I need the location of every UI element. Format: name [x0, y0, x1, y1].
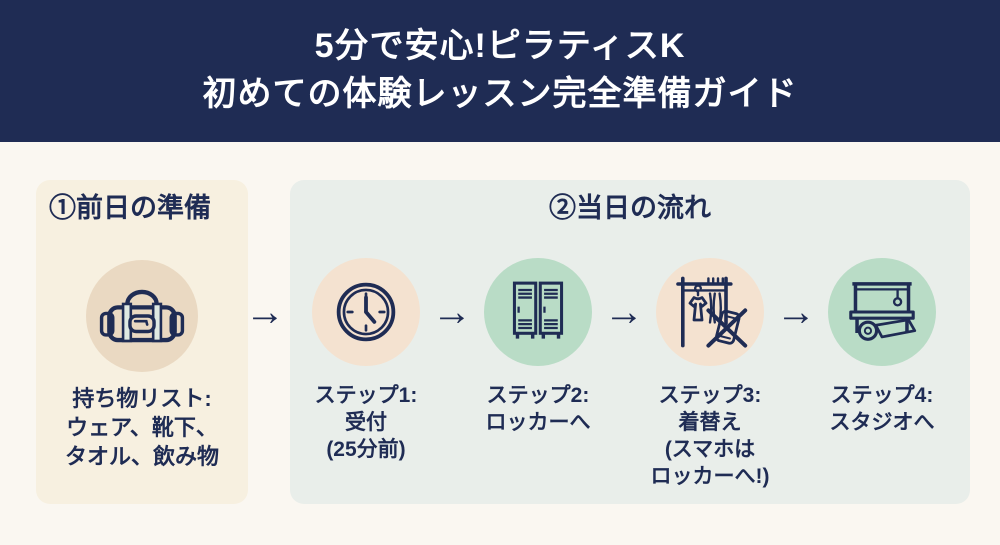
arrow-prep-to-flow: → — [245, 290, 285, 334]
flow-panel-title: ②当日の流れ — [549, 193, 711, 223]
step3-label-line1: ステップ3: — [658, 384, 762, 407]
arrow-step1-to-step2: → — [432, 290, 472, 334]
changing-room-no-phone-icon — [670, 272, 750, 352]
step1-label: ステップ1: 受付 (25分前) — [281, 382, 451, 463]
step3-label: ステップ3: 着替え (スマホは ロッカーへ!) — [625, 382, 795, 490]
step1-label-line3: (25分前) — [326, 438, 406, 461]
arrow-step2-to-step3: → — [604, 290, 644, 334]
prep-items-line1: 持ち物リスト: — [72, 386, 212, 411]
flow-step-1: ステップ1: 受付 (25分前) — [281, 258, 451, 463]
step2-label: ステップ2: ロッカーへ — [453, 382, 623, 436]
flow-step-3: ステップ3: 着替え (スマホは ロッカーへ!) — [625, 258, 795, 490]
header-title-line1: 5分で安心!ピラティスK — [314, 27, 686, 65]
step3-label-line4: ロッカーへ!) — [650, 465, 770, 488]
step3-label-line2: 着替え — [678, 411, 742, 434]
step2-label-line1: ステップ2: — [486, 384, 590, 407]
prep-items-text: 持ち物リスト: ウェア、靴下、 タオル、飲み物 — [32, 384, 252, 471]
step3-label-line3: (スマホは — [664, 438, 756, 461]
prep-items-line3: タオル、飲み物 — [64, 444, 219, 469]
step4-icon-circle — [828, 258, 936, 366]
prep-panel-title: ①前日の準備 — [49, 193, 211, 223]
arrow-step3-to-step4: → — [776, 290, 816, 334]
flow-panel: ②当日の流れ ステップ1: 受付 ( — [290, 180, 970, 504]
pilates-reformer-mat-icon — [843, 273, 921, 351]
step1-icon-circle — [312, 258, 420, 366]
duffel-bag-icon — [99, 273, 185, 359]
prep-icon-circle — [86, 260, 198, 372]
header-title-line2: 初めての体験レッスン完全準備ガイド — [202, 75, 798, 113]
step4-label-line1: ステップ4: — [830, 384, 934, 407]
step3-icon-circle — [656, 258, 764, 366]
step2-icon-circle — [484, 258, 592, 366]
step4-label: ステップ4: スタジオへ — [797, 382, 967, 436]
prep-items-line2: ウェア、靴下、 — [66, 415, 218, 440]
locker-icon — [500, 274, 576, 350]
step4-label-line2: スタジオへ — [829, 411, 935, 434]
step1-label-line1: ステップ1: — [314, 384, 418, 407]
flow-step-4: ステップ4: スタジオへ — [797, 258, 967, 436]
step2-label-line2: ロッカーへ — [485, 411, 591, 434]
step1-label-line2: 受付 — [345, 411, 387, 434]
clock-icon — [328, 274, 404, 350]
header-banner: 5分で安心!ピラティスK 初めての体験レッスン完全準備ガイド — [0, 0, 1000, 142]
flow-step-2: ステップ2: ロッカーへ — [453, 258, 623, 436]
prep-panel: ①前日の準備 持ち物リスト: ウェア、靴下、 — [36, 180, 248, 504]
